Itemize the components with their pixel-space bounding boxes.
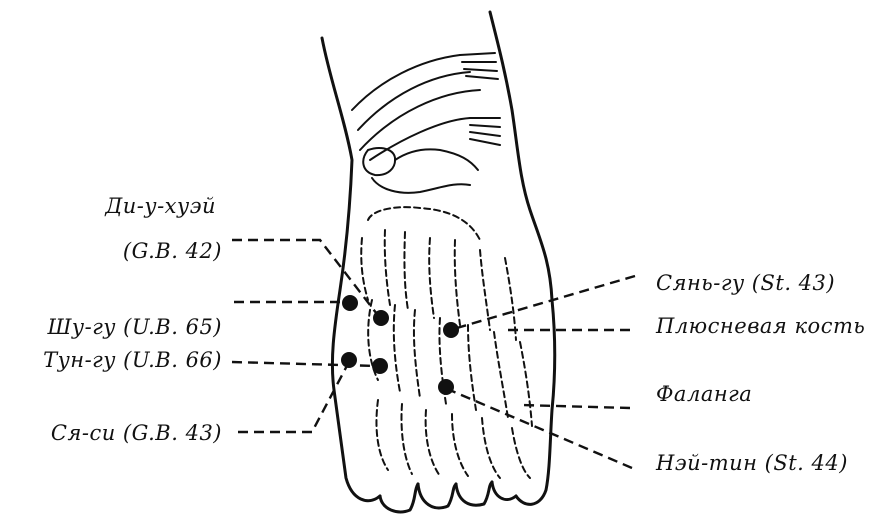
label-shu-gu: Шу-гу (U.B. 65) <box>46 315 222 339</box>
point-tun-gu <box>372 358 388 374</box>
point-di-u-huei <box>373 310 389 326</box>
leader-falanga <box>520 405 630 408</box>
leader-di-u-huei <box>232 240 380 318</box>
leader-lines <box>232 240 635 468</box>
point-nei-tin <box>438 379 454 395</box>
leader-nei-tin <box>445 388 632 468</box>
label-di-u-huei-code: (G.B. 42) <box>123 239 222 263</box>
label-di-u-huei-name: Ди-у-хуэй <box>104 194 216 218</box>
ankle-tendons <box>352 53 500 193</box>
point-syan-gu <box>443 322 459 338</box>
point-sya-si <box>341 352 357 368</box>
point-shu-gu <box>342 295 358 311</box>
label-nei-tin: Нэй-тин (St. 44) <box>655 451 848 475</box>
label-falanga: Фаланга <box>656 382 752 406</box>
label-plusnevaya: Плюсневая кость <box>655 314 865 338</box>
acupoints <box>341 295 459 395</box>
foot-outline <box>322 12 555 512</box>
leader-syan-gu <box>450 276 635 330</box>
label-sya-si: Ся-си (G.B. 43) <box>51 421 222 445</box>
foot-bones <box>361 207 532 478</box>
label-tun-gu: Тун-гу (U.B. 66) <box>43 348 222 372</box>
label-syan-gu: Сянь-гу (St. 43) <box>656 271 835 295</box>
